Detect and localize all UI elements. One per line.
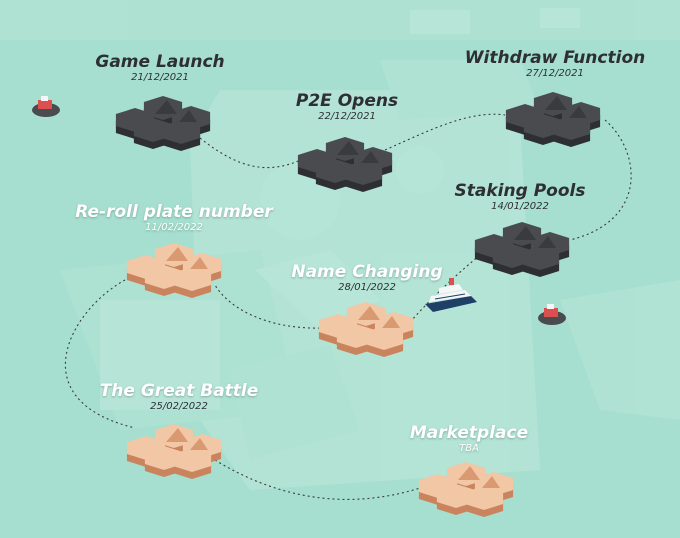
island-p2e-opens-icon (297, 137, 393, 192)
milestone-title: Name Changing (291, 262, 443, 282)
milestone-title: Marketplace (409, 423, 529, 443)
island-re-roll-plate-icon (126, 243, 222, 298)
milestone-date: 22/12/2021 (318, 111, 376, 122)
milestone-withdraw-function: Withdraw Function 27/12/2021 (435, 48, 675, 80)
milestone-date: 27/12/2021 (526, 68, 584, 79)
tug-boat-icon (32, 96, 60, 117)
milestone-staking-pools: Staking Pools 14/01/2022 (400, 181, 640, 213)
milestone-date: 14/01/2022 (491, 201, 549, 212)
milestone-title: Game Launch (95, 52, 225, 72)
milestone-title: Re-roll plate number (75, 202, 273, 222)
faded-ship-backdrop (100, 8, 580, 490)
milestone-game-launch: Game Launch 21/12/2021 (40, 52, 280, 84)
milestone-re-roll-plate: Re-roll plate number 11/02/2022 (54, 202, 294, 234)
milestone-title: P2E Opens (295, 91, 399, 111)
island-name-changing-icon (318, 302, 414, 357)
island-staking-pools-icon (474, 222, 570, 277)
milestone-date: 11/02/2022 (145, 222, 203, 233)
island-marketplace-icon (418, 462, 514, 517)
milestone-marketplace: Marketplace TBA (349, 423, 589, 455)
milestone-title: The Great Battle (99, 381, 259, 401)
tug-boat-icon (538, 304, 566, 325)
cruise-ship-icon (425, 278, 477, 312)
island-game-launch-icon (115, 96, 211, 151)
milestone-great-battle: The Great Battle 25/02/2022 (59, 381, 299, 413)
milestone-date: TBA (459, 443, 479, 454)
milestone-date: 21/12/2021 (131, 72, 189, 83)
milestone-date: 28/01/2022 (338, 282, 396, 293)
milestone-p2e-opens: P2E Opens 22/12/2021 (227, 91, 467, 123)
milestone-title: Staking Pools (454, 181, 586, 201)
milestone-name-changing: Name Changing 28/01/2022 (247, 262, 487, 294)
island-withdraw-function-icon (505, 92, 601, 147)
milestone-title: Withdraw Function (464, 48, 646, 68)
milestone-date: 25/02/2022 (150, 401, 208, 412)
island-great-battle-icon (126, 424, 222, 479)
